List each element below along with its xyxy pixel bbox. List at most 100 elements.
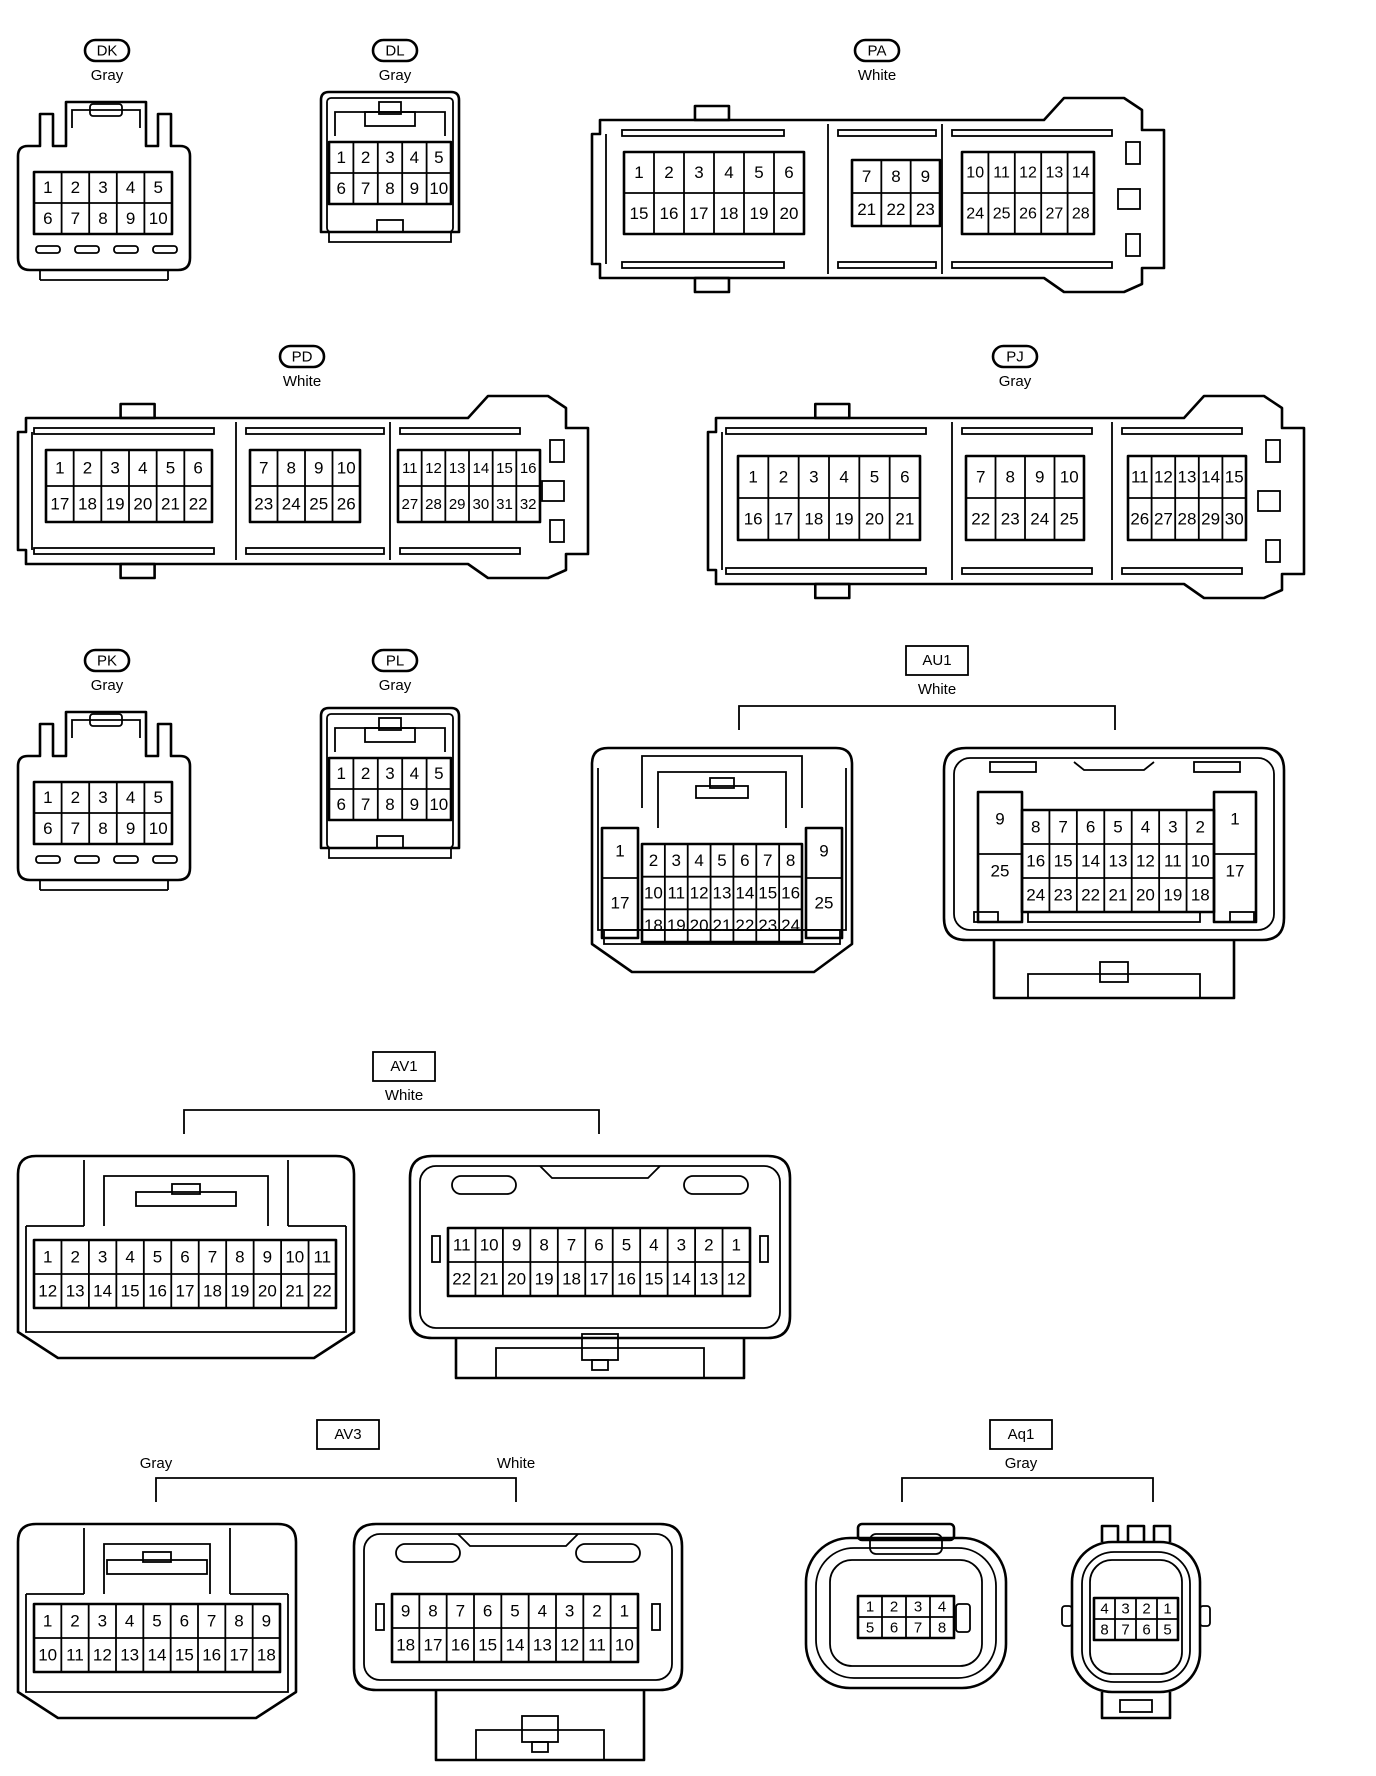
pin-number: 27 [401,496,418,513]
pin-number: 4 [694,851,703,870]
pin-number: 23 [758,916,777,935]
pin-number: 8 [891,167,900,186]
pin-number: 1 [336,764,345,783]
pin-number: 2 [890,1598,898,1615]
pin-number: 9 [921,167,930,186]
pin-number: 19 [230,1281,249,1300]
pin-number: 10 [480,1235,499,1254]
pin-number: 8 [235,1247,244,1266]
pin-number: 6 [180,1247,189,1266]
pin-number: 3 [1121,1600,1129,1617]
pin-number: 11 [667,883,685,902]
pin-number: 7 [208,1247,217,1266]
pin-number: 21 [713,916,732,935]
pin-number: 12 [93,1645,112,1664]
pin-number: 18 [720,204,739,223]
pin-number: 2 [1196,817,1205,836]
pin-number: 10 [149,819,168,838]
pin-number: 13 [1178,467,1197,486]
pin-number: 25 [991,861,1010,880]
connector-color: Gray [379,67,412,84]
connector-color: Gray [1005,1455,1038,1472]
pin-number: 3 [98,1611,107,1630]
pin-number: 17 [611,893,630,912]
pin-number: 24 [1030,509,1049,528]
pin-number: 22 [887,200,906,219]
pin-number: 5 [153,788,162,807]
pin-number: 13 [699,1269,718,1288]
pin-number: 5 [622,1235,631,1254]
pin-number: 10 [285,1247,304,1266]
pin-number: 2 [1142,1600,1150,1617]
pin-number: 16 [617,1269,636,1288]
pin-number: 7 [763,851,772,870]
pin-number: 6 [1086,817,1095,836]
pin-number: 7 [207,1611,216,1630]
pin-number: 21 [895,509,914,528]
pin-number: 1 [1163,1600,1171,1617]
pin-number: 2 [664,163,673,182]
pin-number: 25 [815,893,834,912]
pin-number: 4 [125,1247,134,1266]
pin-number: 8 [539,1235,548,1254]
pin-number: 27 [1154,509,1173,528]
pin-number: 2 [83,458,92,477]
pin-number: 6 [43,819,52,838]
pin-number: 16 [781,883,800,902]
pin-number: 10 [429,795,448,814]
pin-number: 8 [98,819,107,838]
pin-number: 7 [914,1619,922,1636]
pin-number: 10 [966,165,984,182]
pin-number: 9 [410,795,419,814]
pin-number: 1 [43,1611,52,1630]
pin-number: 6 [43,209,52,228]
pin-number: 10 [615,1635,634,1654]
connector-color: White [918,681,956,698]
pin-number: 15 [175,1645,194,1664]
pin-number: 1 [55,458,64,477]
pin-number: 11 [453,1235,471,1254]
pin-number: 5 [434,764,443,783]
pin-number: 2 [71,178,80,197]
pin-number: 20 [780,204,799,223]
pin-number: 13 [120,1645,139,1664]
pin-number: 22 [971,509,990,528]
pin-number: 7 [1121,1621,1129,1638]
pin-number: 14 [1201,467,1220,486]
pin-number: 26 [1019,206,1037,223]
pin-number: 4 [126,788,135,807]
pin-number: 20 [865,509,884,528]
pin-number: 8 [98,209,107,228]
pin-number: 24 [282,494,301,513]
pin-number: 22 [452,1269,471,1288]
pin-number: 17 [50,494,69,513]
pin-number: 14 [506,1635,525,1654]
pin-number: 20 [133,494,152,513]
pin-number: 6 [1142,1621,1150,1638]
pin-number: 8 [385,795,394,814]
pin-number: 18 [804,509,823,528]
pin-number: 3 [565,1601,574,1620]
connector-color: Gray [999,373,1032,390]
pin-number: 15 [496,460,513,477]
pin-number: 17 [590,1269,609,1288]
pin-number: 1 [634,163,643,182]
pin-number: 16 [202,1645,221,1664]
pin-number: 11 [588,1635,606,1654]
pin-number: 15 [758,883,777,902]
pin-number: 10 [337,458,356,477]
connector-code: PJ [1006,348,1024,365]
pin-number: 12 [425,460,442,477]
pin-number: 15 [630,204,649,223]
pin-number: 16 [451,1635,470,1654]
pin-number: 9 [401,1601,410,1620]
